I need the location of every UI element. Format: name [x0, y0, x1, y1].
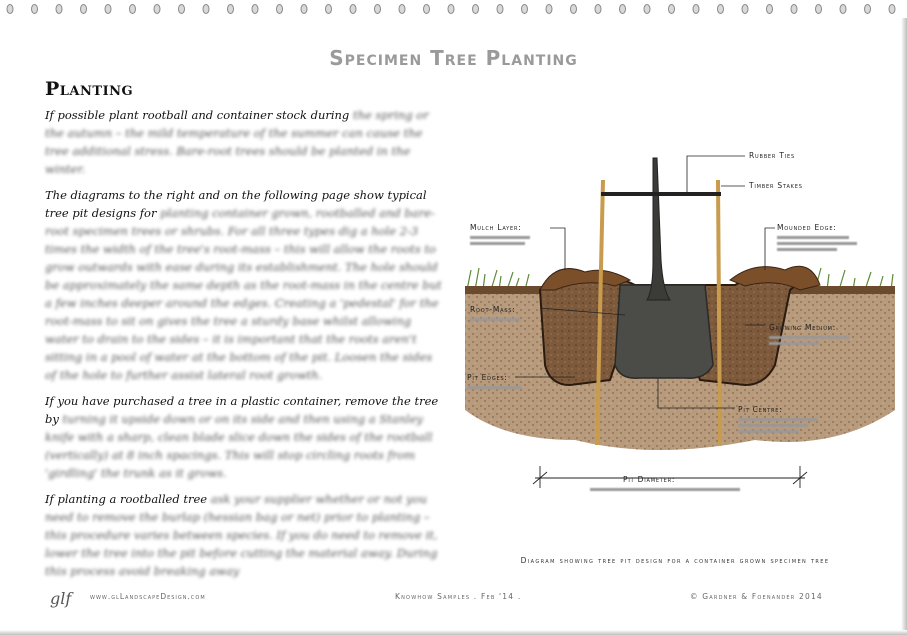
diagram-caption: Diagram showing tree pit design for a co… — [520, 556, 830, 565]
mulch-mound-left — [539, 268, 632, 291]
binding-ring — [839, 4, 847, 14]
paragraph-blurred: ask your supplier whether or not you nee… — [45, 492, 438, 578]
tree-trunk — [646, 157, 671, 301]
page-footer: glf www.glLandscapeDesign.com Knowhow Sa… — [0, 584, 907, 614]
root-mass — [614, 284, 714, 379]
paragraph-2: The diagrams to the right and on the fol… — [45, 186, 443, 384]
binding-ring — [374, 4, 381, 14]
binding-ring — [227, 4, 234, 14]
binding-ring — [80, 4, 87, 14]
text-column: Planting If possible plant rootball and … — [45, 78, 443, 588]
label-root-mass: Root-Mass: — [470, 305, 516, 314]
footer-series: Knowhow Samples . Feb '14 . — [395, 592, 522, 601]
label-pit-edges: Pit Edges: — [467, 373, 508, 382]
label-mulch-layer: Mulch Layer: — [470, 223, 522, 232]
binding-ring — [153, 4, 161, 14]
binding-ring — [447, 4, 455, 14]
binding-ring — [521, 4, 528, 14]
binding-ring — [423, 4, 430, 14]
binding-ring — [815, 4, 822, 14]
page-shadow-bottom — [0, 630, 907, 635]
binding-ring — [325, 4, 332, 14]
binding-ring — [692, 4, 700, 14]
binding-ring — [594, 4, 602, 14]
binding-ring — [55, 4, 63, 14]
paragraph-1: If possible plant rootball and container… — [45, 106, 443, 178]
paragraph-lead: If possible plant rootball and container… — [45, 108, 350, 122]
binding-ring — [619, 4, 626, 14]
binding-ring — [31, 4, 38, 14]
binding-ring — [496, 4, 504, 14]
paragraph-lead: If you have purchased a tree in a plasti… — [45, 394, 439, 426]
binding-ring — [129, 4, 136, 14]
binding-ring — [864, 4, 871, 14]
grass-left — [466, 267, 530, 291]
page-title: Specimen Tree Planting — [329, 46, 578, 70]
timber-stake-left — [595, 179, 605, 446]
blurred-label-notes — [467, 236, 857, 491]
binding-ring — [766, 4, 773, 14]
glf-logo-icon: glf — [50, 589, 74, 608]
footer-website-link[interactable]: www.glLandscapeDesign.com — [90, 592, 206, 601]
binding-ring — [643, 4, 651, 14]
binding-ring — [717, 4, 724, 14]
paragraph-4: If planting a rootballed tree ask your s… — [45, 490, 443, 580]
paragraph-lead: The diagrams to the right and on the fol… — [45, 188, 427, 220]
section-heading: Planting — [45, 78, 134, 100]
label-rubber-ties: Rubber Ties — [749, 151, 795, 160]
label-growing-medium: Growing Medium: — [769, 323, 836, 332]
paragraph-blurred: the spring or the autumn – the mild temp… — [45, 108, 429, 176]
binding-ring — [178, 4, 185, 14]
binding-ring — [104, 4, 112, 14]
binding-ring — [398, 4, 406, 14]
binding-ring — [668, 4, 675, 14]
spiral-binding — [6, 4, 896, 14]
footer-copyright: © Gardner & Foenander 2014 — [690, 592, 823, 601]
binding-ring — [251, 4, 259, 14]
binding-ring — [570, 4, 577, 14]
binding-ring — [790, 4, 798, 14]
binding-ring — [349, 4, 357, 14]
page-shadow-right — [901, 18, 907, 630]
binding-ring — [545, 4, 553, 14]
binding-ring — [741, 4, 749, 14]
label-timber-stakes: Timber Stakes — [748, 181, 803, 190]
binding-ring — [202, 4, 210, 14]
binding-ring — [6, 4, 14, 14]
paragraph-lead: If planting a rootballed tree — [45, 492, 208, 506]
paragraph-blurred: turning it upside down or on its side an… — [45, 412, 433, 480]
binding-ring — [472, 4, 479, 14]
svg-text:glf: glf — [50, 589, 74, 608]
timber-stake-right — [716, 179, 722, 446]
mulch-mound-right — [729, 265, 821, 291]
label-pit-centre: Pit Centre: — [738, 405, 783, 414]
label-pit-diameter: Pit Diameter: — [623, 475, 675, 484]
binding-ring — [888, 4, 896, 14]
paragraph-3: If you have purchased a tree in a plasti… — [45, 392, 443, 482]
pit-diameter-dimension — [532, 466, 808, 488]
binding-ring — [300, 4, 308, 14]
tree-pit-diagram: Rubber Ties Timber Stakes Mulch Layer: M… — [465, 151, 895, 491]
label-mounded-edge: Mounded Edge: — [777, 223, 837, 232]
paragraph-blurred: planting container grown, rootballed and… — [45, 206, 442, 382]
binding-ring — [276, 4, 283, 14]
